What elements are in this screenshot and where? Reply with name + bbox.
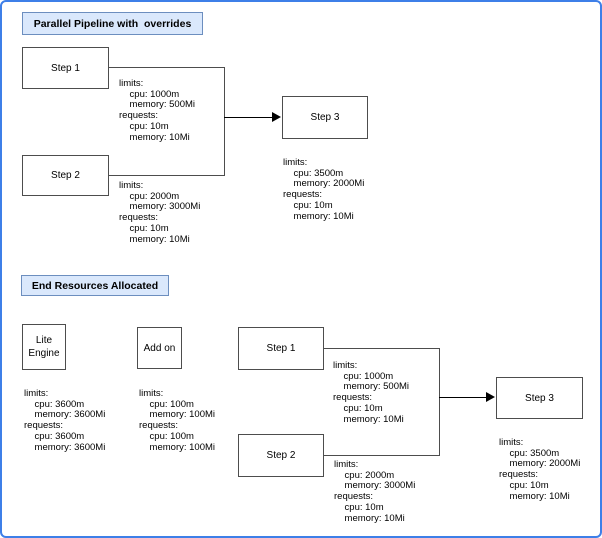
resources-step3-top: limits: cpu: 3500m memory: 2000Mi reques… xyxy=(283,157,365,222)
connector-step2-top-line xyxy=(109,175,224,176)
node-step2-bottom: Step 2 xyxy=(238,434,324,477)
pipeline-overrides-title: Parallel Pipeline with overrides xyxy=(22,12,203,35)
resources-step3-bottom: limits: cpu: 3500m memory: 2000Mi reques… xyxy=(499,437,581,502)
node-step3-bottom-label: Step 3 xyxy=(525,392,554,404)
arrowhead-icon xyxy=(486,392,495,402)
end-resources-title-text: End Resources Allocated xyxy=(31,279,159,292)
node-add-on: Add on xyxy=(137,327,182,369)
connector-junction-bottom-line xyxy=(439,348,440,456)
resources-step2-top: limits: cpu: 2000m memory: 3000Mi reques… xyxy=(119,180,201,245)
arrowhead-icon xyxy=(272,112,281,122)
node-lite-engine: Lite Engine xyxy=(22,324,66,370)
connector-step1-bottom-line xyxy=(324,348,439,349)
resources-step1-top: limits: cpu: 1000m memory: 500Mi request… xyxy=(119,78,196,143)
resources-lite-engine: limits: cpu: 3600m memory: 3600Mi reques… xyxy=(24,388,106,453)
pipeline-overrides-title-text: Parallel Pipeline with overrides xyxy=(33,17,192,30)
arrow-to-step3-top-line xyxy=(224,117,273,118)
resources-add-on: limits: cpu: 100m memory: 100Mi requests… xyxy=(139,388,216,453)
arrow-to-step3-bottom-line xyxy=(439,397,487,398)
node-step3-top-label: Step 3 xyxy=(310,112,340,123)
connector-step1-top-line xyxy=(109,67,224,68)
connector-step2-bottom-line xyxy=(324,455,439,456)
node-step3-top: Step 3 xyxy=(282,96,368,139)
node-step2-top-label: Step 2 xyxy=(51,170,80,181)
node-step2-top: Step 2 xyxy=(22,155,109,196)
node-lite-engine-label: Lite Engine xyxy=(28,335,60,359)
node-step1-top: Step 1 xyxy=(22,47,109,89)
resources-step1-bottom: limits: cpu: 1000m memory: 500Mi request… xyxy=(333,360,410,425)
node-step3-bottom: Step 3 xyxy=(496,377,583,419)
node-step2-bottom-label: Step 2 xyxy=(266,450,296,461)
end-resources-title: End Resources Allocated xyxy=(21,275,169,296)
node-step1-top-label: Step 1 xyxy=(51,62,80,74)
node-step1-bottom-label: Step 1 xyxy=(266,343,296,354)
connector-junction-top-line xyxy=(224,67,225,176)
node-add-on-label: Add on xyxy=(143,342,176,354)
node-step1-bottom: Step 1 xyxy=(238,327,324,370)
resources-step2-bottom: limits: cpu: 2000m memory: 3000Mi reques… xyxy=(334,459,416,524)
